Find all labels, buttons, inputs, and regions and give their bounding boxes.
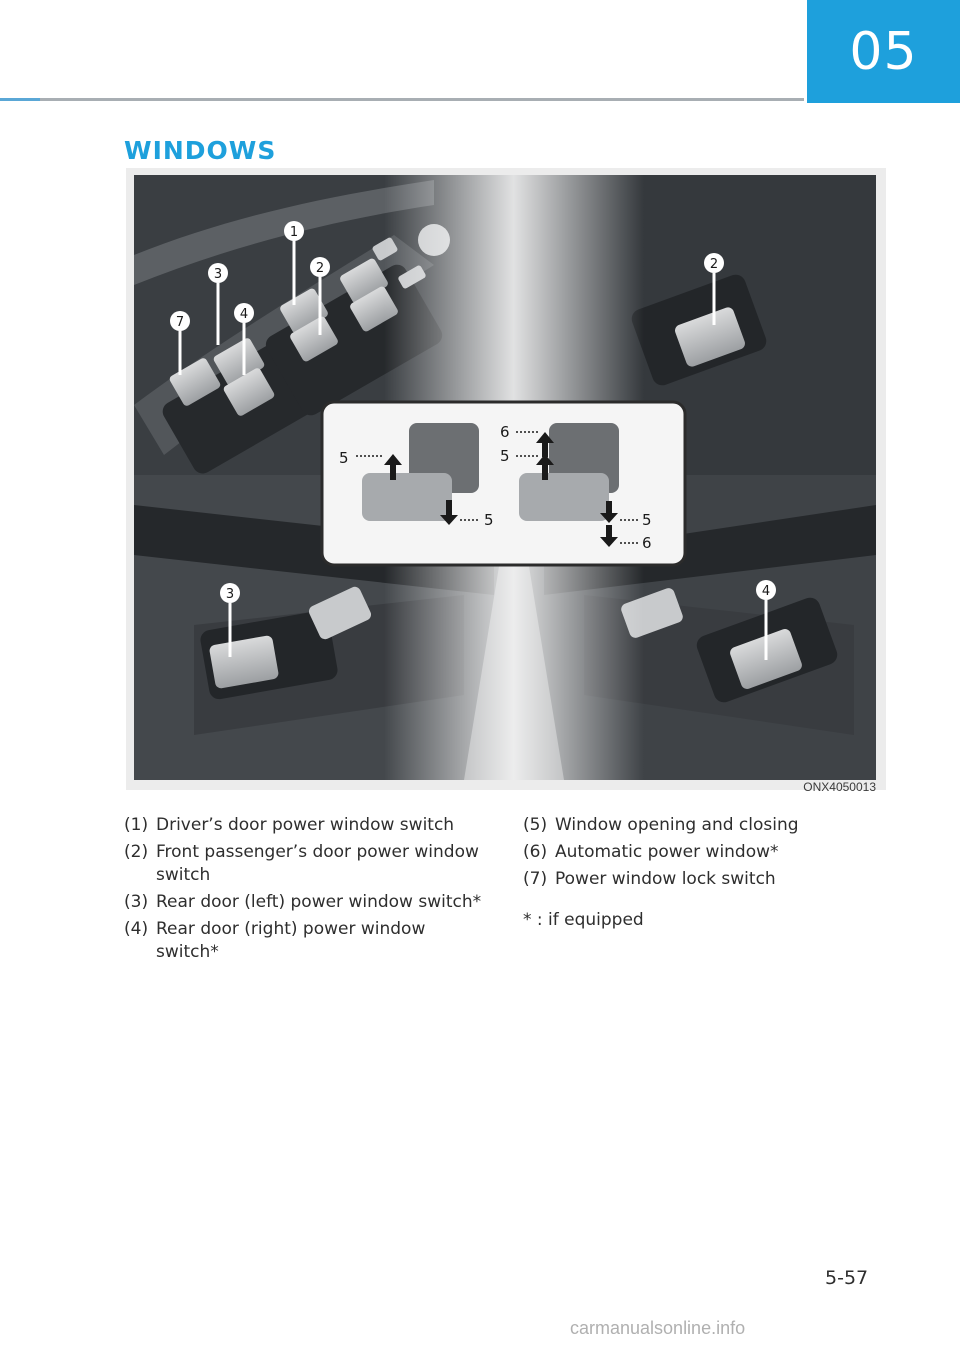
inset-label-6-right-up: 6 [500, 423, 510, 441]
legend-num: (5) [523, 815, 548, 835]
page-number: 5-57 [825, 1267, 869, 1289]
inset-label-6-right-down: 6 [642, 534, 652, 552]
inset-label-5-right-down: 5 [642, 511, 652, 529]
callout-2: 2 [316, 261, 324, 276]
chapter-tab: 05 [807, 0, 960, 103]
legend-text: Automatic power window* [555, 842, 779, 862]
legend-item: (1) Driver’s door power window switch [124, 814, 484, 837]
inset-label-5-left-down: 5 [484, 511, 494, 529]
callout-4-rear-right: 4 [762, 584, 770, 599]
legend-item: (4) Rear door (right) power window switc… [124, 918, 484, 964]
watermark-link[interactable]: carmanualsonline.info [570, 1318, 746, 1338]
callout-3: 3 [214, 267, 222, 282]
section-title: WINDOWS [124, 136, 277, 165]
image-code: ONX4050013 [803, 780, 876, 794]
driver-switch-cluster [162, 224, 450, 474]
legend-item: (2) Front passenger’s door power window … [124, 841, 484, 887]
legend-text: Front passenger’s door power window swit… [156, 842, 479, 885]
legend-text: Window opening and closing [555, 815, 799, 835]
legend-num: (1) [124, 815, 149, 835]
switch-operation-inset: 5 5 6 5 5 6 [320, 400, 687, 567]
legend-left: (1) Driver’s door power window switch (2… [124, 814, 484, 968]
legend-text: Driver’s door power window switch [156, 815, 455, 835]
callout-3-rear-left: 3 [226, 587, 234, 602]
window-switch-illustration: 5 5 6 5 5 6 1 2 3 4 7 2 [134, 175, 876, 780]
legend-num: (6) [523, 842, 548, 862]
callout-7: 7 [176, 315, 184, 330]
callout-2-passenger: 2 [710, 257, 718, 272]
legend-item: (7) Power window lock switch [523, 868, 863, 891]
legend-text: Rear door (right) power window switch* [156, 919, 426, 962]
legend-text: Power window lock switch [555, 869, 776, 889]
legend-item: (5) Window opening and closing [523, 814, 863, 837]
footnote: * : if equipped [523, 910, 644, 930]
legend-item: (3) Rear door (left) power window switch… [124, 891, 484, 914]
chapter-number: 05 [849, 21, 918, 82]
legend-right: (5) Window opening and closing (6) Autom… [523, 814, 863, 932]
header-rule [0, 98, 804, 101]
legend-text: Rear door (left) power window switch* [156, 892, 482, 912]
callout-markers: 1 2 3 4 7 2 3 4 [170, 221, 776, 660]
legend-num: (2) [124, 842, 149, 862]
inset-label-5-left: 5 [339, 449, 349, 467]
callout-4: 4 [240, 307, 248, 322]
legend-num: (7) [523, 869, 548, 889]
legend-num: (3) [124, 892, 149, 912]
legend-num: (4) [124, 919, 149, 939]
callout-1: 1 [290, 225, 298, 240]
legend-item: (6) Automatic power window* [523, 841, 863, 864]
inset-label-5-right-up: 5 [500, 447, 510, 465]
